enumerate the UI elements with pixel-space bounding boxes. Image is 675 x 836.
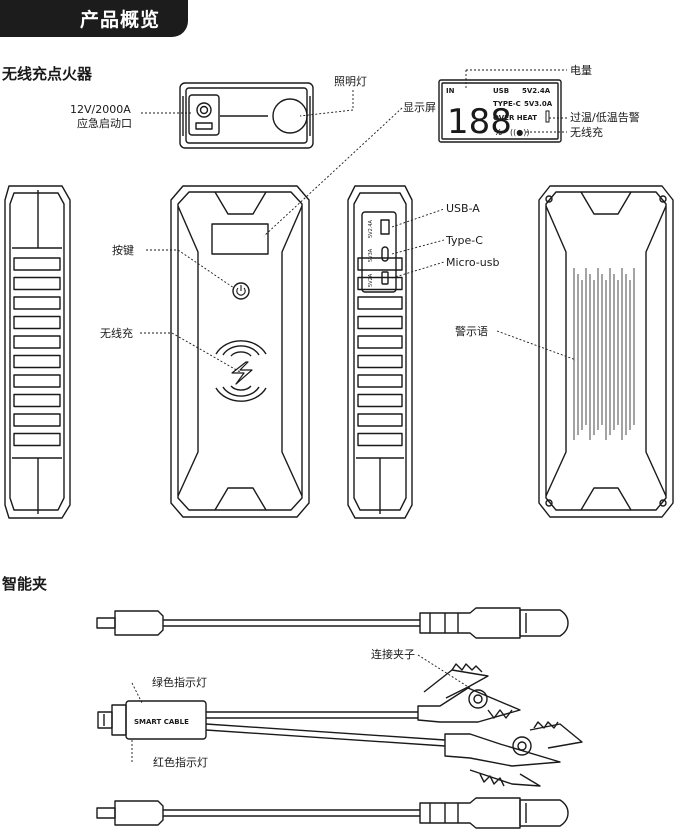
label-warning-text: 警示语 [455,325,488,338]
lcd-usb-spec: 5V2.4A [522,87,551,95]
grip-rib [357,296,403,310]
lcd-texts: IN 188 USB 5V2.4A TYPE-C 5V3.0A OVER HEA… [446,87,553,142]
grip-rib [13,393,61,408]
grip-rib [357,374,403,388]
label-red-led: 红色指示灯 [153,756,208,769]
cable-bottom [96,797,569,829]
label-wireless-front: 无线充 [100,327,133,340]
grip-rib [357,393,403,408]
grip-rib [357,315,403,330]
grip-rib [13,354,61,369]
label-temp-warning: 过温/低温告警 [570,111,640,124]
lcd-display [438,79,562,143]
grip-rib [357,257,403,271]
label-battery: 电量 [570,64,592,77]
left-side-view [4,185,71,519]
wireless-signal-icon: ((●)) [510,128,529,137]
grip-rib [13,315,61,330]
label-wireless-display: 无线充 [570,126,603,139]
lcd-in-label: IN [446,87,455,95]
label-display: 显示屏 [403,101,436,114]
power-button [232,282,250,300]
grip-rib [357,335,403,349]
label-clamp: 连接夹子 [371,648,415,661]
lcd-digits: 188 [447,102,512,142]
label-type-c: Type-C [446,234,483,247]
grip-rib [13,335,61,349]
section-title-jump-starter: 无线充点火器 [2,65,93,83]
label-green-led: 绿色指示灯 [152,676,207,689]
lcd-percent: % [494,128,502,137]
header-bar [0,0,188,37]
port-label-usb-a: 5V2.4A [368,219,374,238]
port-side-view [347,185,413,519]
grip-rib [357,354,403,369]
smart-cable-label: SMART CABLE [134,718,189,726]
grip-rib [13,413,61,427]
top-end-view [179,82,314,149]
label-micro-usb: Micro-usb [446,256,500,269]
port-label-micro-usb: 5V2A [368,273,374,287]
port-label-type-c: 5V3A [368,248,374,262]
grip-rib [13,296,61,310]
smart-cable [97,663,583,787]
smart-cable-box [125,700,207,740]
grip-rib [357,276,403,291]
lcd-usb: USB [493,87,509,95]
label-jump-start-port-1: 12V/2000A [70,103,131,116]
lcd-typec: TYPE-C [493,100,521,108]
label-lighting: 照明灯 [334,75,367,88]
grip-rib [13,432,61,447]
label-button: 按键 [112,244,134,257]
label-jump-start-port-2: 应急启动口 [77,117,132,130]
cable-top [96,607,569,639]
thermometer-icon [545,110,550,123]
label-usb-a: USB-A [446,202,480,215]
usb-a-port [380,219,390,235]
grip-rib [13,257,61,271]
section-title-smart-clip: 智能夹 [2,575,48,593]
grip-rib [357,432,403,447]
jump-start-port [188,94,220,136]
wireless-charge-icon [215,340,267,402]
leader-lines [131,69,577,762]
type-c-port [381,246,389,262]
grip-rib [357,413,403,427]
grip-rib [13,374,61,388]
lcd-overheat: OVER HEAT [493,114,537,122]
grip-rib [13,276,61,291]
page-title: 产品概览 [80,9,161,31]
front-screen [211,223,269,255]
lcd-typec-spec: 5V3.0A [524,100,553,108]
back-view [538,185,674,518]
port-panel [361,211,397,293]
flashlight-lens [272,98,308,134]
front-view [170,185,310,518]
